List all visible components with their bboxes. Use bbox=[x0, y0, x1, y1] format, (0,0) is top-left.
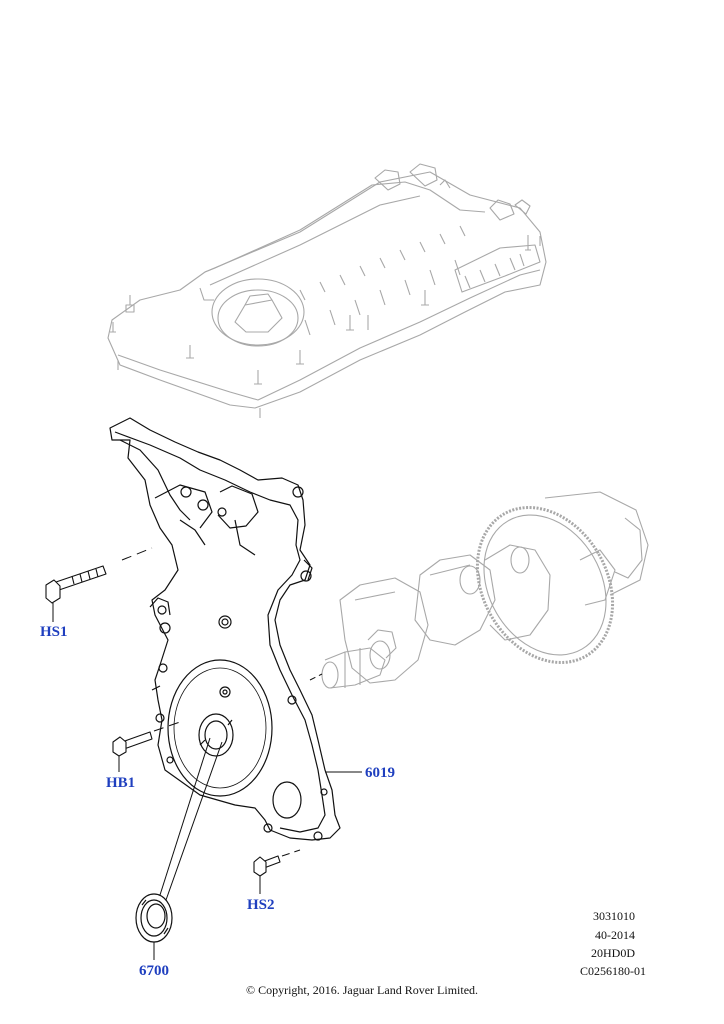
callout-hs1[interactable]: HS1 bbox=[40, 624, 68, 640]
leader-lines bbox=[52, 547, 362, 960]
callout-6700[interactable]: 6700 bbox=[139, 963, 169, 979]
callout-6019[interactable]: 6019 bbox=[365, 765, 395, 781]
crankshaft-illustration bbox=[321, 491, 649, 689]
bolt-hb1-illustration bbox=[112, 731, 153, 757]
bolt-hs2-illustration bbox=[253, 855, 281, 877]
seal-6700-illustration bbox=[135, 893, 173, 943]
reference-code-2: 40-2014 bbox=[595, 928, 635, 942]
copyright-notice: © Copyright, 2016. Jaguar Land Rover Lim… bbox=[245, 983, 479, 997]
valve-cover-illustration bbox=[107, 163, 547, 418]
reference-code-4: C0256180-01 bbox=[580, 964, 646, 978]
reference-code-3: 20HD0D bbox=[591, 946, 635, 960]
callout-hs2[interactable]: HS2 bbox=[247, 897, 275, 913]
timing-cover-illustration bbox=[109, 417, 341, 841]
callout-hb1[interactable]: HB1 bbox=[106, 775, 136, 791]
bolt-hs1-illustration bbox=[45, 565, 107, 604]
reference-code-1: 3031010 bbox=[593, 909, 635, 923]
